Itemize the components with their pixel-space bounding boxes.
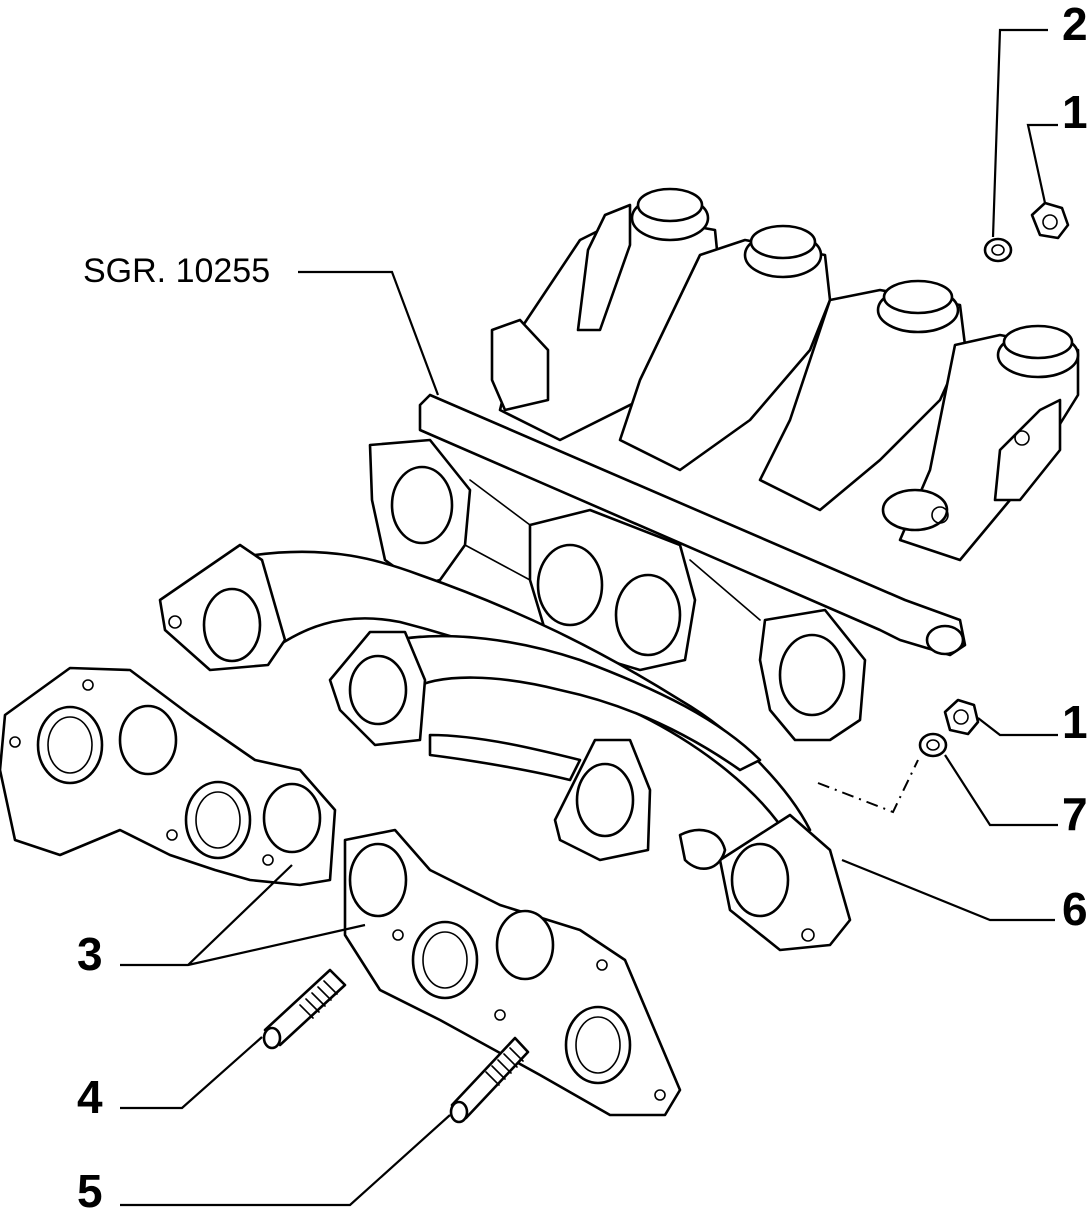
nut-1-upper <box>1030 201 1070 240</box>
callout-5: 5 <box>77 1165 103 1209</box>
gasket-right <box>343 828 682 1117</box>
gasket-left <box>0 666 337 887</box>
reference-label: SGR. 10255 <box>83 252 270 290</box>
intake-manifold <box>368 187 1080 742</box>
exhaust-manifold <box>158 543 852 952</box>
stud-4 <box>262 968 347 1050</box>
callout-4: 4 <box>77 1071 103 1123</box>
callout-3: 3 <box>77 928 103 980</box>
washer-7 <box>918 732 948 758</box>
leader-lines <box>120 28 1058 1207</box>
stud-5 <box>449 1036 530 1124</box>
callout-6: 6 <box>1062 883 1088 935</box>
callout-7: 7 <box>1062 788 1088 840</box>
washer-2 <box>983 237 1013 263</box>
callout-2: 2 <box>1062 0 1088 50</box>
nut-1-lower <box>943 698 980 736</box>
callout-1-upper: 1 <box>1062 86 1088 138</box>
callout-1-lower: 1 <box>1062 696 1088 748</box>
